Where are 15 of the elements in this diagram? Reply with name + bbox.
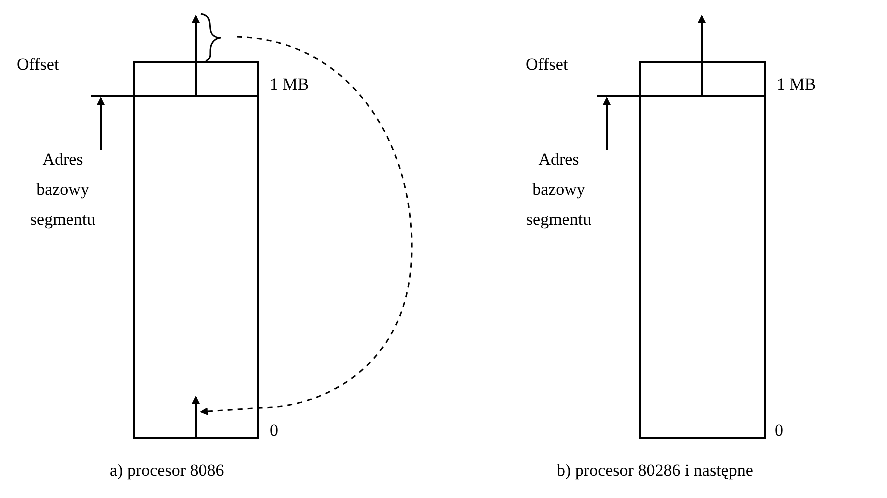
address-label: 1 MB [777, 74, 816, 96]
address-label: 0 [775, 420, 784, 442]
address-label: 0 [270, 420, 278, 442]
offset-label: Offset [526, 54, 568, 76]
segment-base-label: Adres bazowy segmentu [18, 145, 108, 235]
segment-base-label: Adres bazowy segmentu [514, 145, 604, 235]
offset-label: Offset [17, 54, 60, 76]
leader-arrow [603, 97, 611, 150]
box-segment [133, 61, 259, 439]
dashed-arrow [200, 36, 413, 416]
panel-caption: a) procesor 8086 [110, 460, 224, 482]
panel-caption: b) procesor 80286 i następne [557, 460, 754, 482]
leader-arrow [97, 97, 105, 150]
address-label: 1 MB [270, 74, 310, 96]
box-segment [639, 61, 766, 439]
